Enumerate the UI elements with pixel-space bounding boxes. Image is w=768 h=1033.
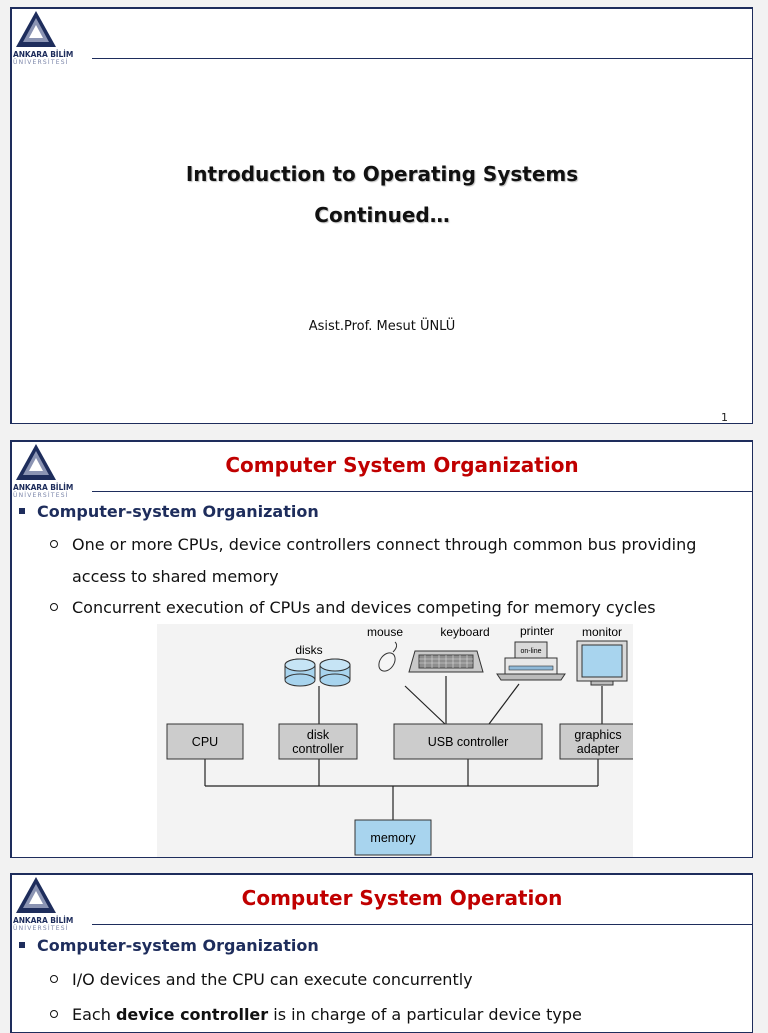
- disk-controller-box: [278, 723, 358, 760]
- header-rule: [90, 924, 752, 925]
- cpu-label: CPU: [192, 735, 218, 749]
- memory-box: [354, 819, 432, 856]
- logo-name: ANKARA BİLİM: [13, 916, 74, 925]
- slide-1: ANKARA BİLİM ÜNİVERSİTESİ Introduction t…: [10, 7, 753, 424]
- logo-sub: ÜNİVERSİTESİ: [13, 492, 69, 499]
- sub-bullet-2-text: Each device controller is in charge of a…: [50, 999, 742, 1031]
- sub-bullet-1-text: One or more CPUs, device controllers con…: [72, 535, 697, 586]
- disks-icon: [284, 658, 351, 687]
- sub-bullet-1-text: I/O devices and the CPU can execute conc…: [72, 970, 473, 989]
- graphics-adapter-box: [559, 723, 637, 760]
- bullet-heading: Computer-system Organization: [19, 502, 319, 521]
- monitor-label: monitor: [582, 625, 622, 639]
- cpu-box: [166, 723, 244, 760]
- disk-controller-label-1: disk: [307, 728, 330, 742]
- header-rule: [90, 491, 752, 492]
- sub-bullet-2-post: is in charge of a particular device type: [268, 1005, 582, 1024]
- university-logo: ANKARA BİLİM ÜNİVERSİTESİ: [12, 9, 92, 71]
- mouse-icon: [378, 641, 398, 672]
- logo-name: ANKARA BİLİM: [13, 50, 74, 59]
- bullet-heading-text: Computer-system Organization: [37, 502, 319, 521]
- printer-icon: on-line: [496, 641, 566, 681]
- logo-sub: ÜNİVERSİTESİ: [13, 59, 69, 66]
- circle-bullet-icon: [50, 975, 58, 983]
- usb-controller-box: [393, 723, 543, 760]
- sub-bullet-1: I/O devices and the CPU can execute conc…: [50, 964, 742, 996]
- mouse-label: mouse: [367, 625, 403, 639]
- slide-title-line-1: Introduction to Operating Systems: [185, 162, 579, 186]
- printer-label: printer: [520, 624, 554, 638]
- bullet-heading: Computer-system Organization: [19, 936, 319, 955]
- printer-online-label: on-line: [520, 648, 541, 655]
- bus-lines: [204, 676, 603, 820]
- slide-title: Computer System Operation: [241, 886, 563, 910]
- sub-bullet-2: Each device controller is in charge of a…: [50, 999, 742, 1031]
- monitor-icon: [576, 640, 628, 686]
- author: Asist.Prof. Mesut ÜNLÜ: [308, 319, 456, 334]
- keyboard-label: keyboard: [440, 625, 489, 639]
- slide-title-line-2: Continued…: [314, 203, 450, 227]
- circle-bullet-icon: [50, 603, 58, 611]
- sub-bullet-2-text: Concurrent execution of CPUs and devices…: [72, 598, 656, 617]
- usb-controller-label: USB controller: [428, 735, 509, 749]
- square-bullet-icon: [19, 507, 25, 514]
- sub-bullet-2-pre: Each: [72, 1005, 116, 1024]
- graphics-adapter-label-1: graphics: [574, 728, 621, 742]
- memory-label: memory: [370, 831, 416, 845]
- graphics-adapter-label-2: adapter: [577, 742, 619, 756]
- sub-bullet-2-bold: device controller: [115, 1005, 269, 1024]
- slide-2: ANKARA BİLİM ÜNİVERSİTESİ Computer Syste…: [10, 440, 753, 858]
- disks-label: disks: [295, 643, 322, 657]
- triangle-logo-icon: [16, 444, 56, 480]
- page-number: 1: [721, 411, 728, 424]
- sub-bullet-1: One or more CPUs, device controllers con…: [50, 529, 742, 593]
- bullet-heading-text: Computer-system Organization: [37, 936, 319, 955]
- system-organization-diagram: disks mouse keyboard printer monitor: [157, 624, 637, 857]
- logo-name: ANKARA BİLİM: [13, 483, 74, 492]
- slide-title: Computer System Organization: [225, 453, 579, 477]
- disk-controller-label-2: controller: [292, 742, 343, 756]
- circle-bullet-icon: [50, 1010, 58, 1018]
- university-logo: ANKARA BİLİM ÜNİVERSİTESİ: [12, 442, 92, 504]
- logo-sub: ÜNİVERSİTESİ: [13, 925, 69, 932]
- square-bullet-icon: [19, 941, 25, 948]
- slide-3: ANKARA BİLİM ÜNİVERSİTESİ Computer Syste…: [10, 873, 753, 1033]
- keyboard-icon: [408, 650, 484, 673]
- triangle-logo-icon: [16, 11, 56, 47]
- triangle-logo-icon: [16, 877, 56, 913]
- header-rule: [90, 58, 752, 59]
- university-logo: ANKARA BİLİM ÜNİVERSİTESİ: [12, 875, 92, 937]
- sub-bullet-2: Concurrent execution of CPUs and devices…: [50, 592, 742, 624]
- circle-bullet-icon: [50, 540, 58, 548]
